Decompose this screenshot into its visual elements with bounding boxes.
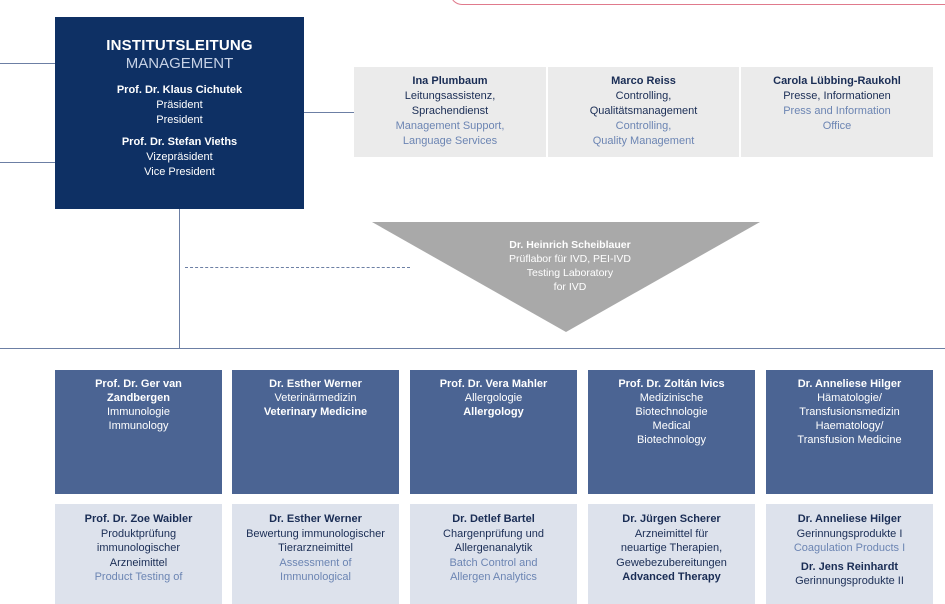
staff-role-en: Office — [822, 120, 852, 132]
staff-name: Marco Reiss — [611, 75, 676, 87]
subunit-title-de: Gerinnungsprodukte I — [796, 527, 903, 540]
department-veterinary: Dr. Esther Werner Veterinärmedizin Veter… — [232, 370, 399, 494]
subunit-title-de: Arzneimittel — [109, 556, 168, 569]
connector-vertical — [179, 209, 180, 348]
subunit-title-de: Arzneimittel für — [634, 527, 709, 540]
subunit-product-testing: Prof. Dr. Zoe Waibler Produktprüfung imm… — [55, 504, 222, 604]
staff-role-en: Controlling, — [615, 120, 672, 132]
department-head: Zandbergen — [107, 392, 170, 404]
department-title-en: Veterinary Medicine — [263, 406, 368, 418]
department-allergology: Prof. Dr. Vera Mahler Allergologie Aller… — [410, 370, 577, 494]
department-title-de: Transfusionsmedizin — [799, 406, 900, 418]
department-title-en: Immunology — [108, 420, 169, 432]
department-title-en: Medical — [652, 420, 691, 432]
vice-president-en: Vice President — [144, 166, 215, 178]
department-title-de: Veterinärmedizin — [274, 392, 357, 404]
management-title-de: INSTITUTSLEITUNG — [106, 37, 253, 54]
department-head: Prof. Dr. Ger van — [95, 378, 182, 390]
staff-box-plumbaum: Ina Plumbaum Leitungsassistenz, Sprachen… — [354, 67, 546, 157]
staff-role-en: Press and Information — [783, 105, 891, 117]
staff-name: Ina Plumbaum — [412, 75, 488, 87]
connector-staff — [304, 112, 354, 113]
staff-role-de: Presse, Informationen — [783, 90, 891, 102]
department-head: Dr. Esther Werner — [269, 378, 362, 390]
subunit-batch-control: Dr. Detlef Bartel Chargenprüfung und All… — [410, 504, 577, 604]
staff-role-de: Controlling, — [615, 90, 672, 102]
department-title-de: Hämatologie/ — [817, 392, 882, 404]
subunit-head: Dr. Jürgen Scherer — [622, 513, 721, 525]
department-title-de: Medizinische — [639, 392, 704, 404]
subunit-title-en: Immunological — [280, 571, 351, 583]
department-title-en: Allergology — [463, 406, 524, 418]
staff-role-de: Qualitätsmanagement — [589, 105, 698, 117]
subunit-title-en: Batch Control and — [449, 556, 538, 569]
department-medical-biotechnology: Prof. Dr. Zoltán Ivics Medizinische Biot… — [588, 370, 755, 494]
triangle-shape — [372, 222, 760, 332]
department-head: Dr. Anneliese Hilger — [797, 378, 902, 390]
staff-role-de: Sprachendienst — [411, 105, 489, 117]
department-head: Prof. Dr. Zoltán Ivics — [618, 378, 725, 390]
staff-role-de: Leitungsassistenz, — [404, 90, 496, 102]
department-title-en: Biotechnology — [636, 434, 707, 446]
subunit-title-en: Product Testing of — [94, 571, 183, 583]
testing-lab-line: Testing Laboratory — [526, 267, 614, 279]
testing-lab-line: for IVD — [553, 281, 587, 293]
vice-president-de: Vizepräsident — [146, 151, 213, 163]
president-de: Präsident — [156, 99, 203, 111]
subunit-title-de: Gerinnungsprodukte II — [795, 575, 904, 587]
subunit-title-de: immunologischer — [96, 542, 181, 554]
subunit-title-de: Produktprüfung — [100, 527, 177, 540]
subunit-title-en: Allergen Analytics — [450, 571, 537, 583]
subunit-advanced-therapy: Dr. Jürgen Scherer Arzneimittel für neua… — [588, 504, 755, 604]
department-immunology: Prof. Dr. Ger van Zandbergen Immunologie… — [55, 370, 222, 494]
department-haematology: Dr. Anneliese Hilger Hämatologie/ Transf… — [766, 370, 933, 494]
vice-president-name: Prof. Dr. Stefan Vieths — [121, 136, 238, 148]
department-title-en: Transfusion Medicine — [797, 434, 902, 446]
subunit-title-de: Tierarzneimittel — [278, 542, 353, 554]
subunit-head: Dr. Jens Reinhardt — [800, 560, 899, 573]
connector-left-upper — [0, 63, 55, 64]
testing-lab-text: Dr. Heinrich Scheiblauer Prüflabor für I… — [470, 238, 670, 294]
subunit-title-de: Chargenprüfung und — [443, 527, 544, 540]
subunit-title-en: Advanced Therapy — [622, 571, 721, 583]
staff-role-en: Quality Management — [592, 135, 695, 147]
president-name: Prof. Dr. Klaus Cichutek — [116, 84, 243, 96]
department-title-en: Haematology/ — [815, 420, 884, 432]
connector-dashed — [185, 267, 410, 268]
subunit-title-en: Coagulation Products I — [793, 542, 906, 554]
management-box: INSTITUTSLEITUNG MANAGEMENT Prof. Dr. Kl… — [55, 17, 304, 209]
subunit-title-de: neuartige Therapien, — [620, 542, 723, 554]
department-head: Prof. Dr. Vera Mahler — [439, 378, 548, 390]
department-title-de: Immunologie — [107, 406, 170, 418]
subunit-head: Prof. Dr. Zoe Waibler — [84, 513, 193, 525]
connector-left-lower — [0, 162, 55, 163]
staff-box-reiss: Marco Reiss Controlling, Qualitätsmanage… — [548, 67, 739, 157]
staff-box-luebbing-raukohl: Carola Lübbing-Raukohl Presse, Informati… — [741, 67, 933, 157]
subunit-coagulation: Dr. Anneliese Hilger Gerinnungsprodukte … — [766, 504, 933, 604]
department-title-de: Allergologie — [464, 392, 523, 404]
staff-name: Carola Lübbing-Raukohl — [773, 75, 901, 87]
subunit-head: Dr. Anneliese Hilger — [797, 513, 902, 525]
subunit-veterinary-assessment: Dr. Esther Werner Bewertung immunologisc… — [232, 504, 399, 604]
subunit-head: Dr. Esther Werner — [269, 513, 362, 525]
staff-role-en: Language Services — [402, 135, 498, 147]
management-title-en: MANAGEMENT — [125, 55, 234, 72]
subunit-title-en: Assessment of — [279, 556, 352, 569]
testing-lab-triangle — [372, 222, 760, 332]
department-title-de: Biotechnologie — [635, 406, 708, 418]
frame-border — [450, 0, 945, 5]
testing-lab-head: Dr. Heinrich Scheiblauer — [509, 239, 631, 251]
president-en: President — [156, 114, 203, 126]
subunit-title-de: Allergenanalytik — [454, 542, 533, 554]
subunit-head: Dr. Detlef Bartel — [452, 513, 535, 525]
subunit-title-de: Gewebezubereitungen — [616, 556, 727, 569]
connector-horizontal-bus — [0, 348, 945, 349]
testing-lab-line: Prüflabor für IVD, PEI-IVD — [509, 253, 631, 265]
subunit-title-de: Bewertung immunologischer — [246, 527, 385, 540]
staff-role-en: Management Support, — [395, 120, 505, 132]
